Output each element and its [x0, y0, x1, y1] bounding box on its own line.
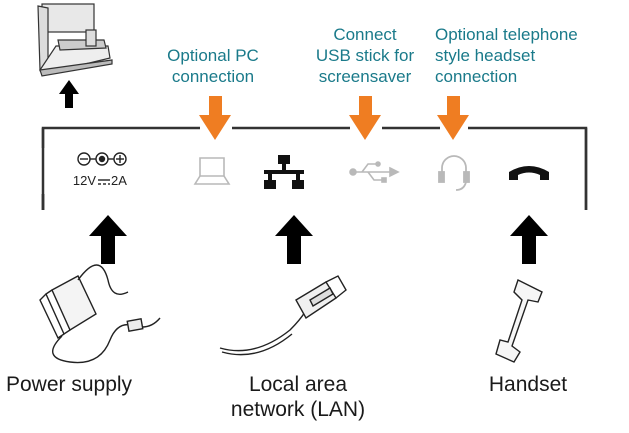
- pc-callout-line1: Optional PC: [167, 46, 259, 65]
- pc-callout-label: Optional PC connection: [148, 45, 278, 87]
- handset-text: Handset: [488, 373, 568, 396]
- power-current-label: 2A: [111, 173, 135, 188]
- headset-callout-line1: Optional telephone: [435, 25, 578, 44]
- stand-arrow: [59, 80, 79, 108]
- power-supply-icon: [39, 264, 161, 364]
- lan-label: Local area network (LAN): [210, 372, 386, 422]
- power-supply-label: Power supply: [0, 372, 186, 397]
- usb-callout-line1: Connect: [333, 25, 397, 44]
- handset-arrow: [510, 215, 548, 264]
- usb-callout-arrow: [349, 96, 381, 140]
- lan-cable-icon: [219, 275, 347, 356]
- usb-icon: [349, 161, 400, 183]
- usb-callout-line2: USB stick for: [315, 46, 415, 65]
- handset-icon: [495, 279, 543, 363]
- usb-callout-line3: screensaver: [318, 67, 412, 86]
- handset-port-icon: [509, 166, 549, 180]
- power-rating-label: 12V: [66, 173, 96, 188]
- laptop-icon: [193, 157, 231, 185]
- port-panel: [41, 126, 588, 210]
- lan-arrow: [275, 215, 313, 264]
- headset-callout-label: Optional telephone style headset connect…: [435, 24, 625, 87]
- power-arrow: [89, 215, 127, 264]
- lan-line1: Local area: [248, 373, 348, 396]
- network-icon: [264, 155, 304, 189]
- headset-callout-line3: connection: [435, 67, 518, 86]
- headset-icon: [438, 155, 470, 191]
- power-current-value: 2A: [111, 173, 127, 188]
- pc-callout-arrow: [199, 96, 231, 140]
- power-supply-text: Power supply: [6, 373, 133, 396]
- lan-line2: network (LAN): [230, 398, 366, 421]
- headset-callout-line2: style headset: [435, 46, 536, 65]
- headset-callout-arrow: [437, 96, 469, 140]
- usb-callout-label: Connect USB stick for screensaver: [302, 24, 428, 87]
- power-port-icon: [77, 152, 127, 185]
- stand-icon: [37, 3, 113, 77]
- pc-callout-line2: connection: [171, 67, 255, 86]
- power-rating-value: 12V: [72, 173, 96, 188]
- handset-label: Handset: [458, 372, 598, 397]
